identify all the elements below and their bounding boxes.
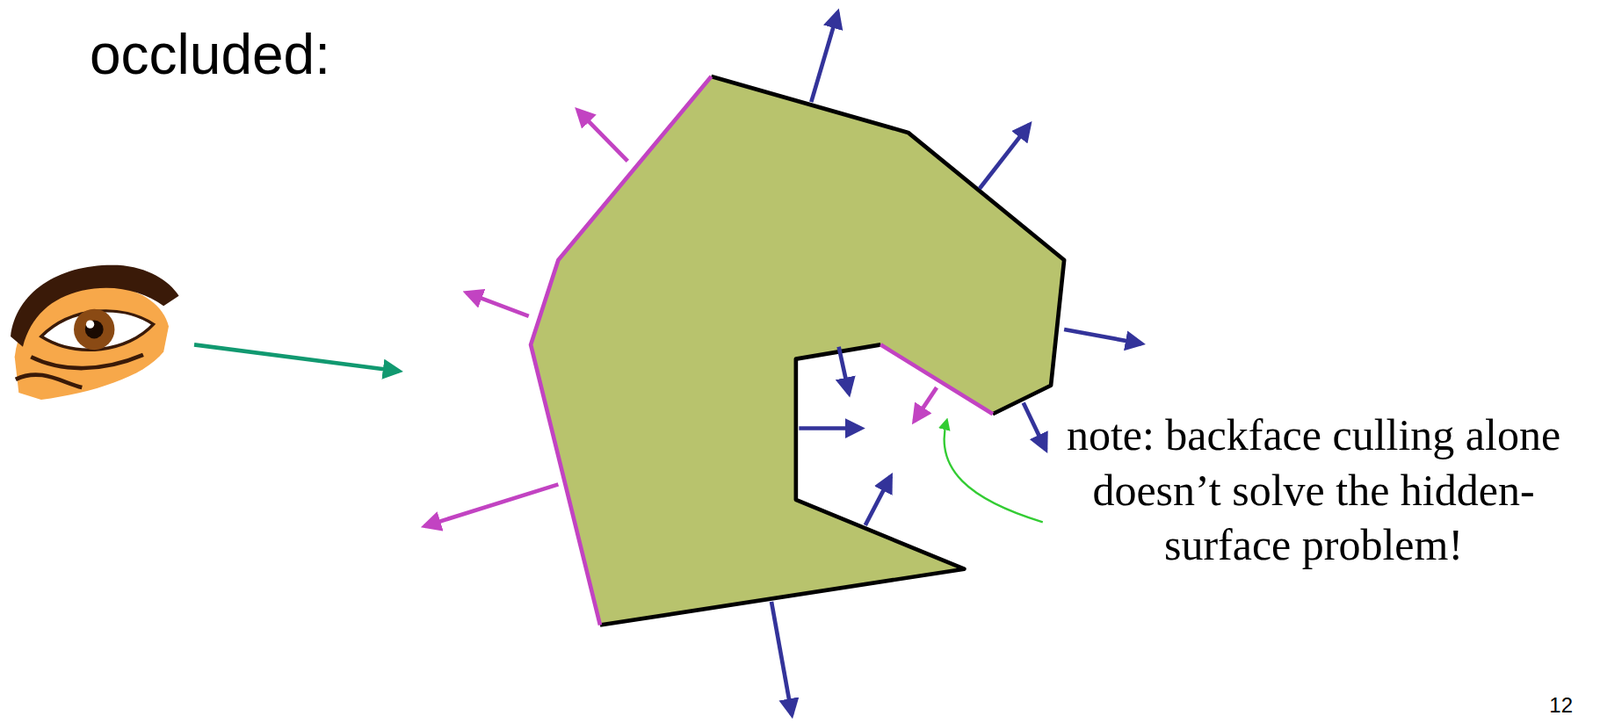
front-normals: [424, 109, 937, 527]
eye-icon: [10, 265, 180, 400]
back-normals: [771, 12, 1142, 716]
front-edges: [530, 76, 711, 626]
leader-line: [944, 419, 1043, 522]
note-text: note: backface culling alone doesn’t sol…: [1050, 407, 1577, 573]
front-edge: [880, 344, 993, 414]
back-edges: [600, 344, 964, 625]
heading-fragment: occluded:: [89, 19, 331, 90]
view-arrow: [194, 344, 399, 371]
page-number: 12: [1520, 692, 1573, 719]
back-edges: [711, 76, 1065, 414]
object-polygon: [530, 76, 1065, 626]
